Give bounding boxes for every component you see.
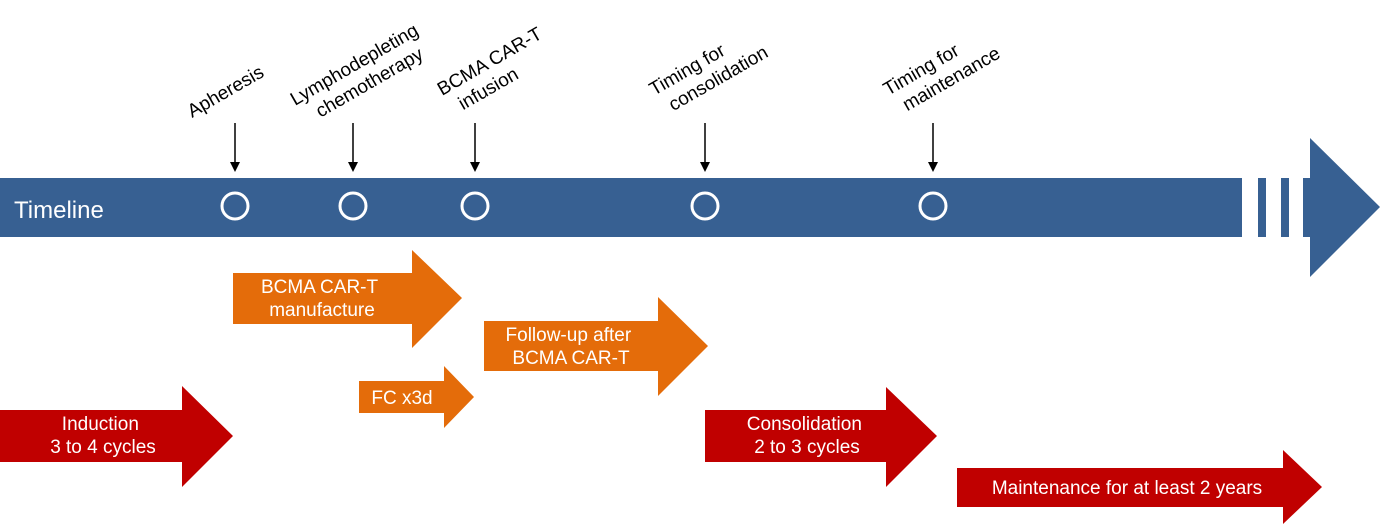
milestone-pointer-tip	[348, 162, 358, 172]
phase-arrow-label: Maintenance for at least 2 years	[992, 478, 1262, 499]
phase-arrow-shape	[359, 366, 474, 428]
phase-arrow-label: Consolidation 2 to 3 cycles	[747, 414, 867, 458]
milestone-ring	[690, 191, 720, 221]
milestone-pointer-tip	[230, 162, 240, 172]
phase-arrow-label: BCMA CAR-T manufacture	[261, 277, 383, 321]
phase-arrow-label: Follow-up after BCMA CAR-T	[506, 325, 637, 369]
phase-arrow-shape	[0, 386, 233, 487]
timeline-bar-stripe-1	[1258, 178, 1266, 237]
milestone-ring	[918, 191, 948, 221]
phase-arrow-consolidation: Consolidation 2 to 3 cycles	[705, 387, 937, 487]
phase-arrow-car-t-manufacture: BCMA CAR-T manufacture	[233, 250, 462, 348]
phase-arrow-induction: Induction 3 to 4 cycles	[0, 386, 233, 487]
phase-arrow-shape	[484, 297, 708, 396]
phase-arrow-label: Induction 3 to 4 cycles	[50, 414, 156, 458]
timeline-bar-stripe-2	[1281, 178, 1289, 237]
phase-arrow-follow-up: Follow-up after BCMA CAR-T	[484, 297, 708, 396]
timeline-arrow-head	[1303, 138, 1380, 277]
milestone-pointer-tip	[700, 162, 710, 172]
milestone-label-lymphodepleting: Lymphodepleting chemotherapy	[287, 17, 438, 130]
timeline-bar: Timeline	[0, 138, 1380, 277]
milestone-label-consolidation-timing: Timing for consolidation	[646, 22, 772, 120]
phase-arrow-maintenance: Maintenance for at least 2 years	[957, 450, 1322, 524]
milestone-label-maintenance-timing: Timing for maintenance	[880, 23, 1004, 120]
phase-arrow-label: FC x3d	[371, 388, 432, 409]
milestone-label-infusion: BCMA CAR-T infusion	[434, 21, 562, 120]
milestone-pointer-tip	[470, 162, 480, 172]
timeline-bar-body	[0, 178, 1242, 237]
phase-arrow-shape	[233, 250, 462, 348]
milestone-label-apheresis: Apheresis	[184, 62, 268, 122]
milestone-pointer-tip	[928, 162, 938, 172]
milestone-ring	[220, 191, 250, 221]
milestone-ring	[460, 191, 490, 221]
milestone-ring	[338, 191, 368, 221]
timeline-label: Timeline	[14, 197, 104, 224]
phase-arrow-fc-x3d: FC x3d	[359, 366, 474, 428]
phase-arrow-shape	[957, 450, 1322, 524]
phase-arrow-shape	[705, 387, 937, 487]
